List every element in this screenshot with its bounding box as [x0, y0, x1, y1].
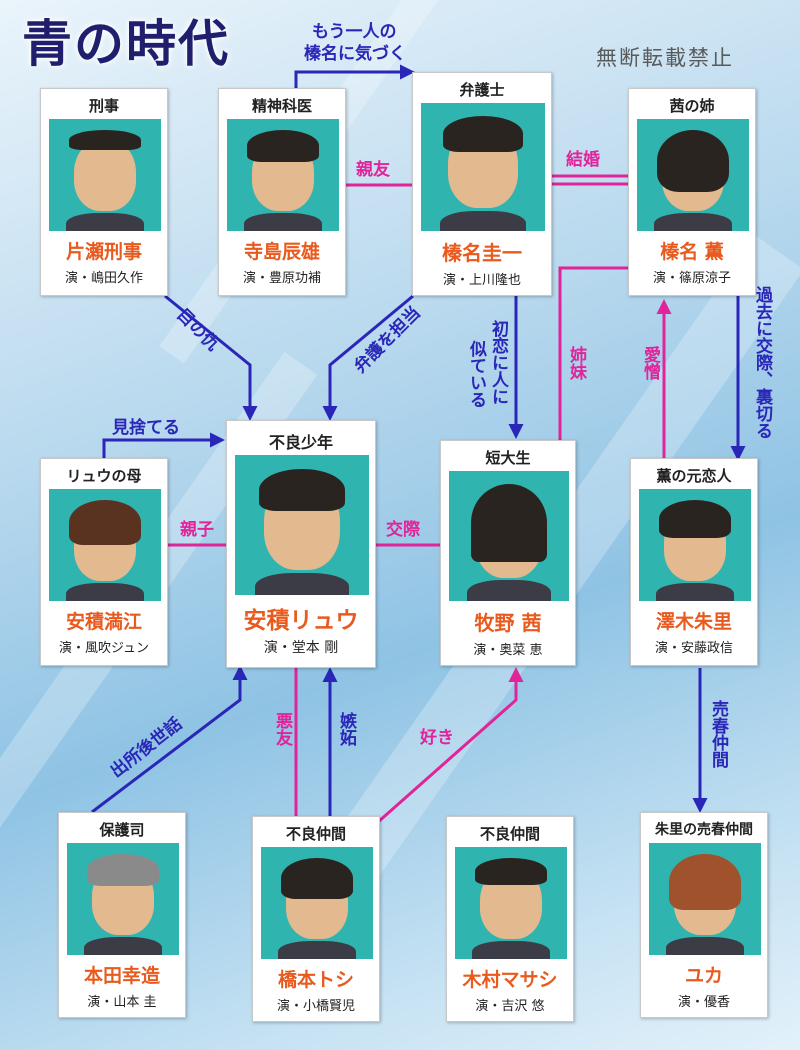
- card-sawaki[interactable]: 薫の元恋人 澤木朱里 演・安藤政信: [630, 458, 758, 666]
- role-label: リュウの母: [66, 467, 142, 485]
- line-notice-haruna: [294, 64, 415, 88]
- role-label: 不良仲間: [285, 825, 346, 843]
- card-yuka[interactable]: 朱里の売春仲間 ユカ 演・優香: [640, 812, 768, 1018]
- character-name: 片瀬刑事: [65, 241, 142, 263]
- portrait: [235, 455, 369, 595]
- role-label: 不良仲間: [479, 825, 540, 843]
- actor-name: 演・吉沢 悠: [475, 999, 545, 1014]
- line-haruna-ryu: [322, 294, 414, 421]
- copyright-notice: 無断転載禁止: [596, 46, 734, 70]
- actor-name: 演・嶋田久作: [64, 271, 143, 286]
- label-kekkon: 結婚: [566, 150, 600, 170]
- character-name: 牧野 茜: [474, 611, 542, 635]
- role-label: 朱里の売春仲間: [655, 822, 753, 838]
- character-name: 榛名圭一: [442, 241, 522, 265]
- page-title: 青の時代: [22, 14, 230, 73]
- character-name: 澤木朱里: [655, 611, 732, 633]
- label-shimai: 姉妹: [566, 346, 586, 380]
- card-mitsue[interactable]: リュウの母 安積満江 演・風吹ジュン: [40, 458, 168, 666]
- role-label: 薫の元恋人: [656, 467, 732, 485]
- card-haruna-keiichi[interactable]: 弁護士 榛名圭一 演・上川隆也: [412, 72, 552, 296]
- label-hatsukoi-1: 初恋に人に: [488, 320, 508, 405]
- character-name: 寺島辰雄: [243, 241, 320, 263]
- portrait: [637, 119, 749, 231]
- card-ryu[interactable]: 不良少年 安積リュウ 演・堂本 剛: [226, 420, 376, 668]
- actor-name: 演・安藤政信: [654, 641, 733, 656]
- portrait: [49, 119, 161, 231]
- character-name: 安積満江: [65, 611, 142, 633]
- card-katase[interactable]: 刑事 片瀬刑事 演・嶋田久作: [40, 88, 168, 296]
- label-kousai: 交際: [386, 520, 420, 540]
- role-label: 不良少年: [268, 433, 333, 452]
- role-label: 精神科医: [251, 97, 312, 115]
- actor-name: 演・上川隆也: [442, 273, 521, 288]
- character-name: 榛名 薫: [660, 241, 724, 263]
- label-kako: 過去に交際、裏切る: [752, 286, 772, 439]
- label-notice-2: 榛名に気づく: [304, 44, 406, 64]
- role-label: 刑事: [88, 97, 119, 115]
- card-terajima[interactable]: 精神科医 寺島辰雄 演・豊原功補: [218, 88, 346, 296]
- actor-name: 演・優香: [677, 995, 730, 1010]
- portrait: [455, 847, 567, 959]
- character-name: 安積リュウ: [243, 608, 359, 634]
- label-suki: 好き: [420, 728, 454, 748]
- label-hatsukoi-2: 似ている: [466, 340, 486, 408]
- line-suki: [377, 667, 524, 824]
- character-name: 木村マサシ: [462, 969, 558, 991]
- card-haruna-kaoru[interactable]: 茜の姉 榛名 薫 演・篠原涼子: [628, 88, 756, 296]
- label-baishun: 売春仲間: [708, 700, 728, 768]
- actor-name: 演・豊原功補: [242, 271, 321, 286]
- portrait: [639, 489, 751, 601]
- label-oyako: 親子: [180, 520, 214, 540]
- label-notice-1: もう一人の: [312, 22, 397, 42]
- role-label: 保護司: [99, 821, 145, 839]
- card-akane[interactable]: 短大生 牧野 茜 演・奥菜 恵: [440, 440, 576, 666]
- portrait: [49, 489, 161, 601]
- portrait: [261, 847, 373, 959]
- label-akuyu: 悪友: [272, 712, 292, 746]
- portrait: [67, 843, 179, 955]
- actor-name: 演・小橋賢児: [276, 999, 355, 1014]
- actor-name: 演・堂本 剛: [263, 640, 339, 656]
- role-label: 茜の姉: [669, 97, 715, 115]
- actor-name: 演・風吹ジュン: [58, 641, 150, 656]
- label-misuteru: 見捨てる: [112, 418, 180, 438]
- label-aizou: 愛憎: [640, 346, 660, 380]
- actor-name: 演・篠原涼子: [652, 271, 731, 286]
- character-name: 本田幸造: [83, 965, 160, 987]
- character-name: 橋本トシ: [277, 969, 354, 991]
- role-label: 弁護士: [459, 81, 505, 99]
- line-katase-ryu: [164, 294, 258, 421]
- line-shussho: [91, 665, 248, 814]
- line-shimai: [558, 266, 628, 440]
- card-honda[interactable]: 保護司 本田幸造 演・山本 圭: [58, 812, 186, 1018]
- label-shinyu: 親友: [356, 160, 390, 180]
- portrait: [227, 119, 339, 231]
- card-masashi[interactable]: 不良仲間 木村マサシ 演・吉沢 悠: [446, 816, 574, 1022]
- label-shitto: 嫉妬: [336, 712, 356, 746]
- card-toshi[interactable]: 不良仲間 橋本トシ 演・小橋賢児: [252, 816, 380, 1022]
- portrait: [649, 843, 761, 955]
- actor-name: 演・奥菜 恵: [473, 643, 543, 658]
- line-misuteru: [102, 432, 225, 458]
- role-label: 短大生: [485, 449, 531, 467]
- character-name: ユカ: [684, 965, 723, 987]
- portrait: [421, 103, 545, 231]
- actor-name: 演・山本 圭: [87, 995, 157, 1010]
- portrait: [449, 471, 569, 601]
